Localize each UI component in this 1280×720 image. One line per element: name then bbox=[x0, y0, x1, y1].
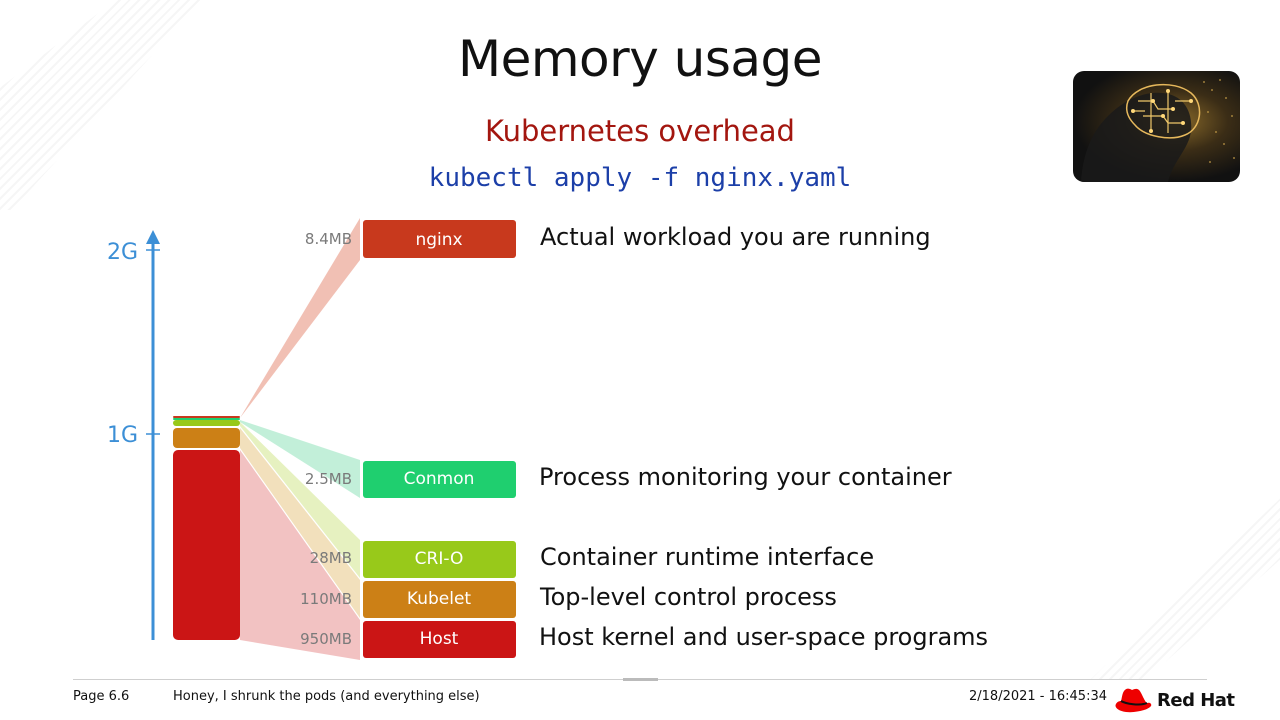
band-nginx bbox=[240, 218, 360, 418]
description-host: Host kernel and user-space programs bbox=[539, 623, 988, 651]
tag-host bbox=[363, 621, 516, 658]
red-hat-icon bbox=[1115, 688, 1152, 713]
footer-divider-accent bbox=[623, 678, 658, 681]
component-row-crio: 28MB CRI-O Container runtime interface bbox=[310, 541, 874, 578]
description-conmon: Process monitoring your container bbox=[539, 463, 952, 491]
tag-label-nginx: nginx bbox=[415, 230, 462, 250]
stack-segment-host bbox=[173, 450, 240, 640]
description-kubelet: Top-level control process bbox=[539, 583, 837, 611]
brain-circuit-image bbox=[1073, 71, 1240, 182]
component-row-nginx: 8.4MB nginx Actual workload you are runn… bbox=[305, 220, 931, 258]
component-row-kubelet: 110MB Kubelet Top-level control process bbox=[300, 581, 837, 618]
red-hat-wordmark: Red Hat bbox=[1157, 689, 1235, 711]
slide-subtitle: Kubernetes overhead bbox=[485, 114, 795, 148]
size-label-host: 950MB bbox=[300, 630, 352, 648]
footer-title: Honey, I shrunk the pods (and everything… bbox=[173, 689, 480, 704]
red-hat-logo: Red Hat bbox=[1112, 684, 1235, 716]
size-label-nginx: 8.4MB bbox=[305, 230, 352, 248]
band-host bbox=[240, 450, 360, 660]
component-row-conmon: 2.5MB Conmon Process monitoring your con… bbox=[305, 461, 952, 498]
tag-kubelet bbox=[363, 581, 516, 618]
band-conmon bbox=[240, 420, 360, 498]
axis-label-2g: 2G bbox=[107, 240, 138, 265]
slide-title: Memory usage bbox=[457, 30, 823, 88]
stack-segment-kubelet bbox=[173, 428, 240, 448]
tag-label-conmon: Conmon bbox=[404, 469, 475, 489]
tag-label-kubelet: Kubelet bbox=[407, 589, 472, 609]
band-kubelet bbox=[240, 428, 360, 618]
size-label-kubelet: 110MB bbox=[300, 590, 352, 608]
description-nginx: Actual workload you are running bbox=[540, 223, 931, 251]
tag-nginx bbox=[363, 220, 516, 258]
tag-label-host: Host bbox=[420, 629, 459, 649]
tag-crio bbox=[363, 541, 516, 578]
description-crio: Container runtime interface bbox=[540, 543, 874, 571]
axis-label-1g: 1G bbox=[107, 423, 138, 448]
tag-conmon bbox=[363, 461, 516, 498]
band-crio bbox=[240, 422, 360, 578]
brain-circuit-illustration bbox=[1081, 79, 1235, 182]
stack-segment-conmon bbox=[173, 418, 240, 420]
footer-date: 2/18/2021 - 16:45:34 bbox=[969, 689, 1107, 704]
component-row-host: 950MB Host Host kernel and user-space pr… bbox=[300, 621, 988, 658]
axis-arrow-icon bbox=[146, 230, 160, 244]
command-text: kubectl apply -f nginx.yaml bbox=[428, 163, 852, 193]
stack-segment-nginx bbox=[173, 416, 240, 418]
size-label-conmon: 2.5MB bbox=[305, 470, 352, 488]
size-label-crio: 28MB bbox=[310, 549, 352, 567]
page-number: Page 6.6 bbox=[73, 689, 130, 704]
tag-label-crio: CRI-O bbox=[415, 549, 464, 569]
stack-segment-crio bbox=[173, 420, 240, 426]
